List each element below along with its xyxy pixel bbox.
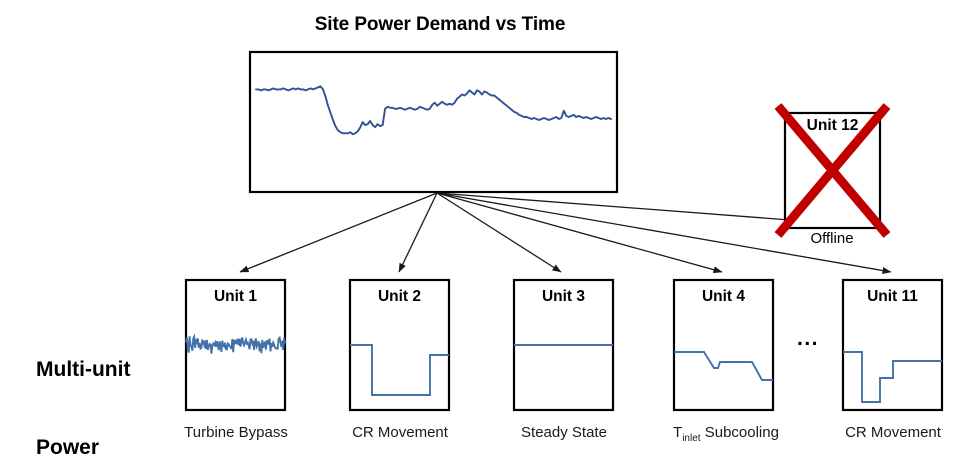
unit-1-title: Unit 1 — [213, 288, 258, 305]
unit-4-title: Unit 4 — [701, 288, 746, 305]
unit-4-caption: Tinlet Subcooling — [651, 424, 801, 444]
unit-12-offline-label: Offline — [810, 230, 854, 247]
main-chart-title: Site Power Demand vs Time — [314, 14, 566, 35]
unit-2-signal-square-dip — [350, 344, 449, 396]
unit-2-caption: CR Movement — [352, 424, 448, 441]
unit-4-box — [672, 278, 775, 412]
arrow-to-unit-2 — [398, 192, 438, 273]
unit-1-caption: Turbine Bypass — [184, 424, 288, 441]
arrow-to-unit-3 — [436, 192, 562, 273]
side-label-line-1: Multi-unit — [36, 358, 131, 381]
unit-4-caption-subscript: inlet — [682, 433, 701, 444]
units-ellipsis: ... — [797, 327, 820, 350]
unit-4-caption-text: Subcooling — [700, 424, 779, 441]
arrow-to-unit-1 — [239, 192, 438, 273]
unit-4-caption-symbol: T — [673, 424, 683, 441]
multi-unit-power-output-label: Multi-unit Power Output — [36, 305, 130, 460]
unit-2-title: Unit 2 — [377, 288, 422, 305]
arrow-to-unit-11 — [436, 192, 892, 274]
main-chart-box — [248, 50, 619, 194]
arrow-to-unit-4 — [436, 192, 723, 274]
unit-1-signal-noisy — [185, 333, 286, 354]
unit-signals — [185, 333, 942, 403]
unit-11-box — [841, 278, 944, 412]
unit-11-title: Unit 11 — [867, 288, 918, 305]
unit-3-caption: Steady State — [521, 424, 607, 441]
unit-3-title: Unit 3 — [541, 288, 586, 305]
unit-11-signal-drop-recover — [843, 351, 942, 403]
side-label-line-2: Power — [36, 436, 100, 459]
unit-12-title: Unit 12 — [806, 117, 859, 134]
unit-12-offline-cross-icon — [774, 103, 891, 238]
main-chart-waveform — [255, 85, 612, 136]
unit-4-signal-staircase-down — [674, 351, 773, 381]
unit-11-caption: CR Movement — [845, 424, 941, 441]
